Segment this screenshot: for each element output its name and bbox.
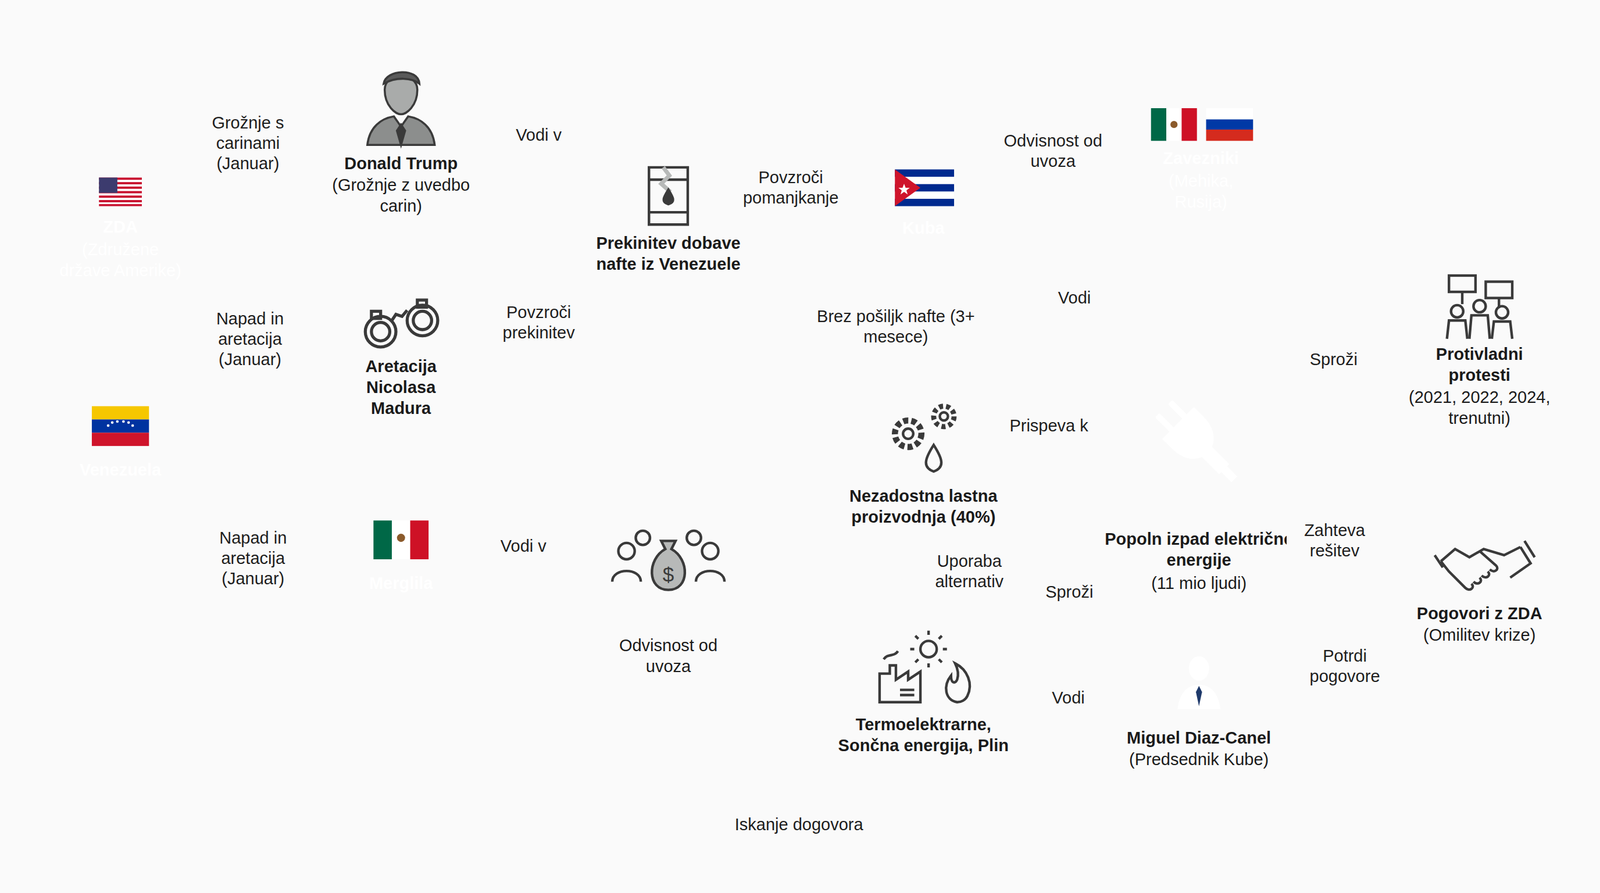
edge-label: Napad in aretacija (Januar) — [202, 527, 305, 589]
node-subtitle: (Združene države Amerike) — [59, 238, 182, 281]
circle-fill — [1117, 362, 1281, 526]
venezuela-flag — [91, 406, 149, 446]
edge-label: Vodi v — [475, 535, 572, 556]
edge-label: Prispeva k — [985, 415, 1113, 436]
circle-node: Pogovori z ZDA(Omilitev krize) — [1408, 515, 1552, 659]
node-title: Zavezniki — [1134, 147, 1268, 169]
edge-label: Vodi v — [490, 124, 588, 145]
node-subtitle: (2021, 2022, 2024, trenutni) — [1402, 386, 1556, 429]
circle-fill — [1408, 255, 1552, 399]
arrow-connector — [468, 560, 602, 563]
circle-node: Odvisnost od uvoza — [601, 493, 737, 629]
node-title: Prekinitev dobave nafte iz Venezuele — [591, 232, 745, 275]
protest-icon — [1447, 275, 1513, 339]
edge-label: Napad in aretacija (Januar) — [199, 308, 302, 370]
circle-node: Venezuela — [43, 367, 197, 521]
svg-text:$: $ — [662, 563, 675, 587]
circle-node: Nezadostna lastna proizvodnja (40%) — [855, 376, 991, 512]
arrow-connector — [990, 443, 1118, 445]
ally-flags — [1151, 108, 1254, 141]
edge-label: Povzroči pomanjkanje — [727, 167, 855, 209]
circle-node: Zavezniki(Mehika, Rusija) — [1124, 86, 1278, 240]
money-people-icon: $ — [612, 530, 725, 591]
dotted-connector — [120, 520, 1480, 806]
edge-label: Sproži — [1290, 348, 1377, 370]
edge-label: Sproži — [1026, 581, 1113, 602]
circle-fill — [43, 367, 197, 521]
node-title: Pogovori z ZDA — [1397, 602, 1562, 624]
handshake-icon — [1434, 540, 1535, 590]
circle-fill — [43, 163, 197, 317]
edge-label: Potrdi pogovore — [1291, 645, 1399, 687]
edge-label: Odvisnost od uvoza — [994, 130, 1112, 172]
circle-node: Donald Trump(Grožnje z uvedbo carin) — [333, 43, 469, 178]
circle-shape — [43, 367, 197, 521]
edge-label: Vodi — [1025, 687, 1112, 709]
circle-node: Prekinitev dobave nafte iz Venezuele — [601, 167, 737, 303]
arrow-connector — [989, 169, 1125, 195]
node-title: Popoln izpad električne energije — [1097, 528, 1302, 571]
edge-label: Brez pošiljk nafte (3+ mesece) — [806, 306, 985, 348]
node-title: Nezadostna lastna proizvodnja (40%) — [821, 485, 1026, 528]
arrow-connector — [990, 678, 1156, 682]
circle-node: Merglila — [333, 493, 469, 629]
circle-node: Popoln izpad električne energije(11 mio … — [1117, 362, 1281, 526]
person-icon — [367, 72, 435, 145]
circle-node: ZDA(Združene države Amerike) — [43, 163, 197, 317]
usa-flag — [98, 177, 142, 206]
arrow-connector — [975, 252, 1142, 387]
node-title: Merglila — [339, 572, 463, 594]
node-title: Miguel Diaz-Canel — [1091, 727, 1307, 749]
edge-label: Povzroči prekinitev — [490, 302, 588, 344]
edge-label: Vodi — [1031, 287, 1118, 309]
circle-node: Aretacija Nicolasa Madura — [333, 279, 469, 415]
circle-shape — [43, 163, 197, 317]
circle-shape — [1155, 638, 1242, 725]
arrow-connector — [719, 443, 856, 518]
node-subtitle: (Mehika, Rusija) — [1150, 170, 1253, 213]
node-subtitle: (Omilitev krize) — [1397, 624, 1562, 646]
circle-node: Protivladni protesti(2021, 2022, 2024, t… — [1408, 255, 1552, 399]
node-subtitle: (Predsednik Kube) — [1091, 748, 1307, 770]
node-subtitle: (Grožnje z uvedbo carin) — [329, 174, 473, 217]
arrow-connector — [734, 215, 857, 224]
node-title: ZDA — [54, 216, 187, 238]
node-subtitle: (11 mio ljudi) — [1106, 572, 1291, 594]
edge-label: Grožnje s carinami (Januar) — [197, 112, 299, 174]
circle-fill — [333, 493, 469, 629]
plug-icon — [1147, 392, 1250, 495]
circle-fill — [601, 493, 737, 629]
energy-icon — [879, 630, 970, 703]
cuba-flag — [894, 169, 955, 206]
circle-node: Termoelektrarne, Sončna energija, Plin — [855, 611, 991, 746]
circle-shape — [601, 493, 737, 629]
mexico-flag — [373, 520, 429, 560]
node-title: Protivladni protesti — [1413, 343, 1546, 386]
node-title: Termoelektrarne, Sončna energija, Plin — [831, 713, 1016, 756]
circle-shape — [855, 141, 991, 277]
circle-fill — [1155, 638, 1242, 725]
gears-icon — [894, 406, 955, 472]
circle-shape — [333, 493, 469, 629]
circle-shape — [1117, 362, 1281, 526]
person-icon — [1177, 656, 1221, 710]
node-title: Kuba — [872, 217, 975, 239]
edge-label: Uporaba alternativ — [918, 551, 1021, 592]
circle-node: Miguel Diaz-Canel(Predsednik Kube) — [1155, 638, 1242, 725]
node-title: Donald Trump — [314, 152, 488, 174]
node-title: Aretacija Nicolasa Madura — [339, 355, 463, 419]
circle-node: Kuba — [855, 141, 991, 277]
circle-fill — [855, 141, 991, 277]
edge-label: Zahteva rešitev — [1286, 520, 1384, 562]
circle-fill — [1124, 86, 1278, 240]
oil-barrel-icon — [648, 167, 688, 225]
node-title: Venezuela — [48, 459, 192, 481]
node-title: Odvisnost od uvoza — [612, 634, 725, 677]
handcuffs-icon — [365, 300, 438, 348]
arrow-connector — [719, 604, 856, 679]
edge-label: Iskanje dogovora — [663, 814, 934, 835]
